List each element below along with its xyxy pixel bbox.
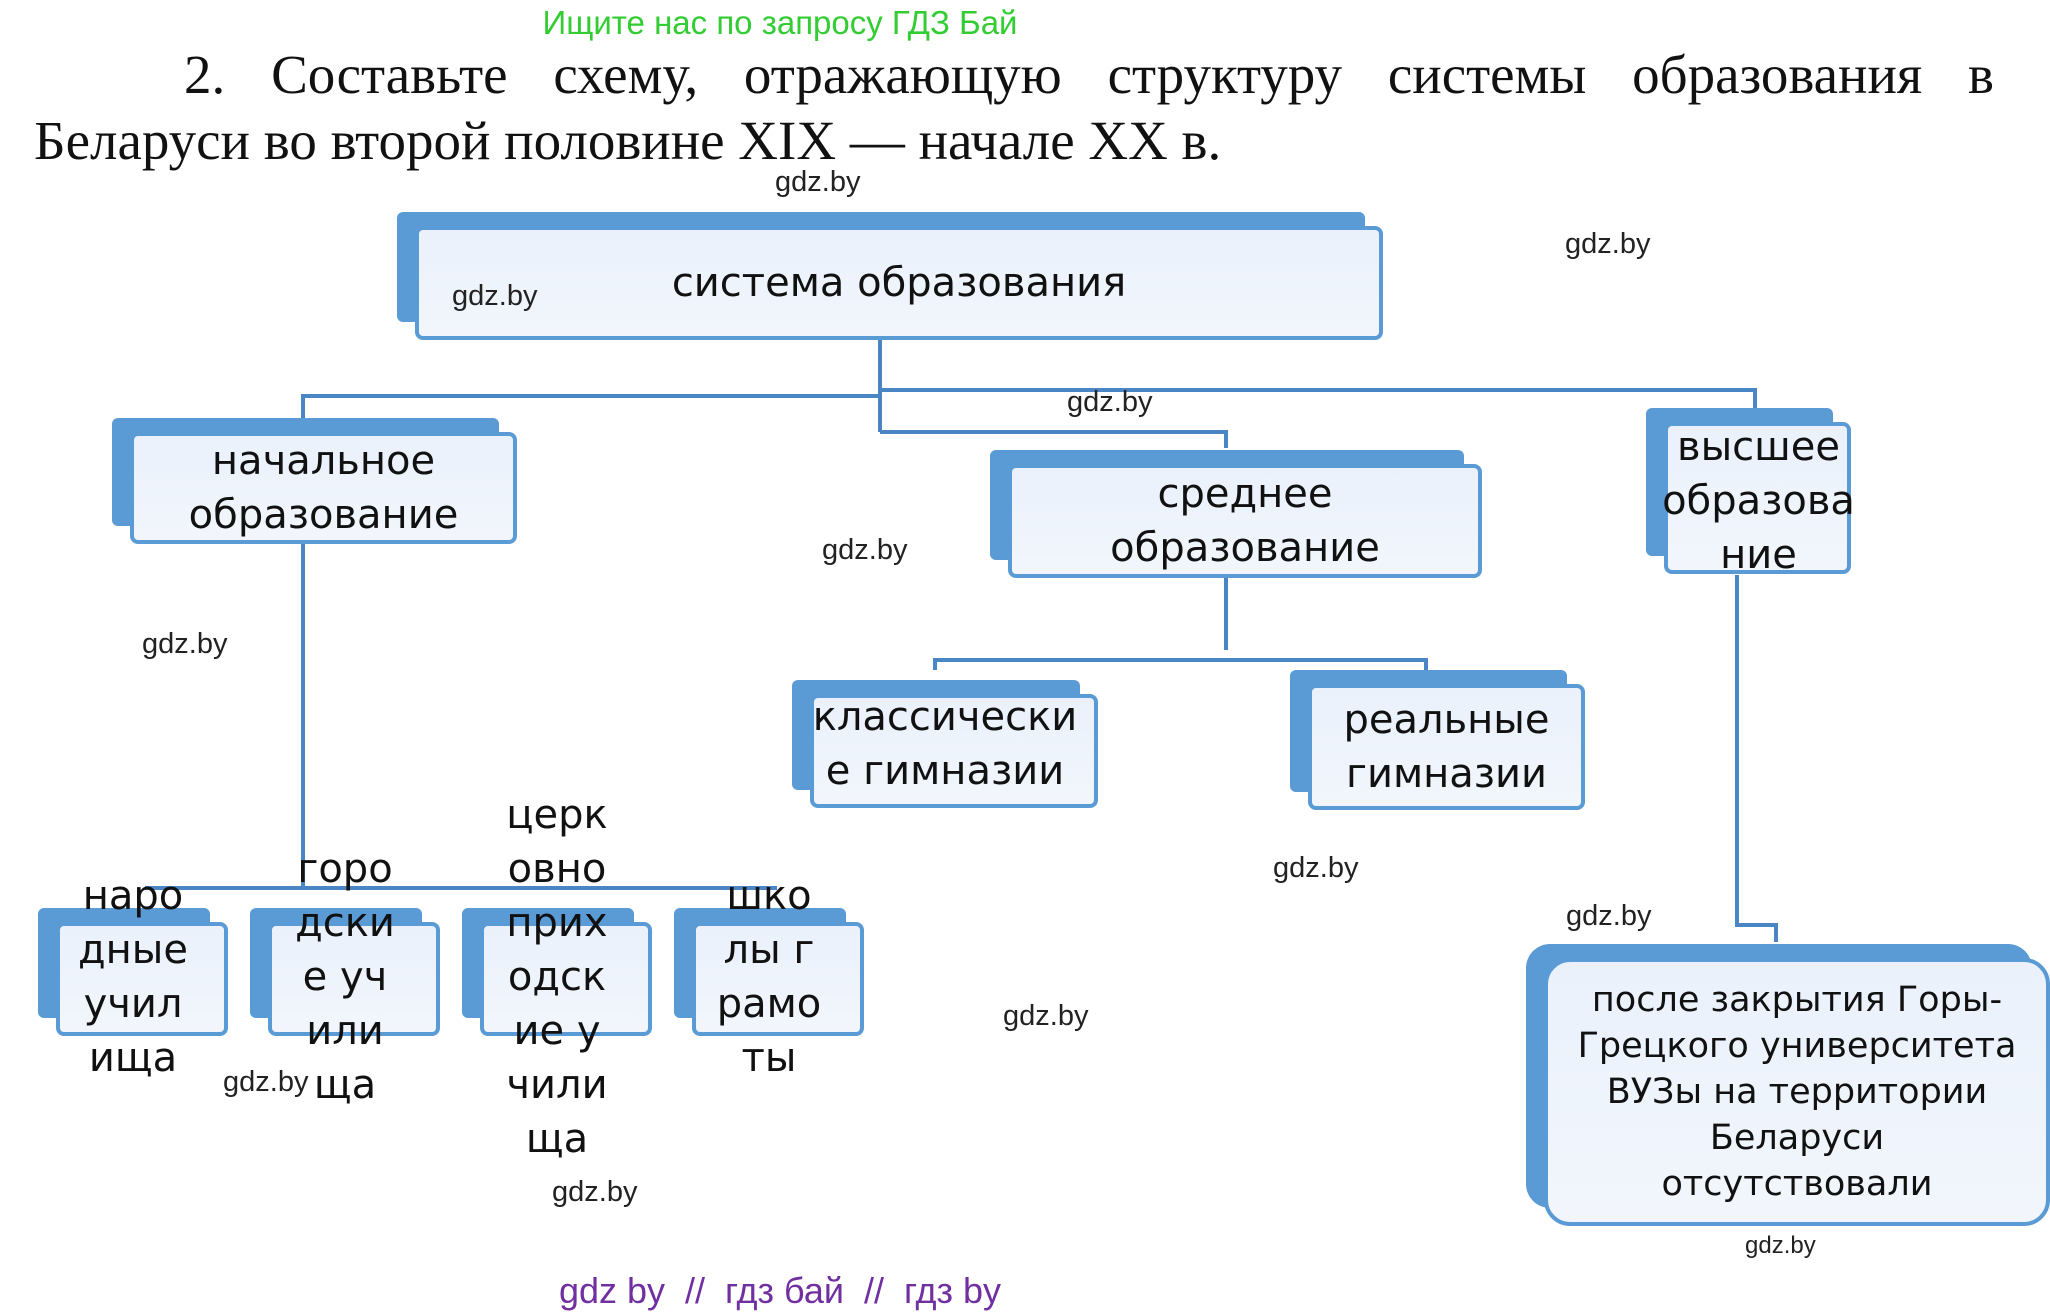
node-primary-education-label: начальное образование — [188, 438, 459, 538]
watermark: gdz.by — [223, 1066, 309, 1098]
node-secondary-education: среднее образование — [990, 450, 1482, 578]
connector-to-higher — [880, 388, 1757, 412]
connector-to-secondary — [880, 430, 1228, 448]
connector-higher-note — [1735, 575, 1778, 942]
search-banner: Ищите нас по запросу ГДЗ Бай — [542, 4, 1018, 41]
watermark: gdz.by — [142, 628, 228, 660]
watermark: gdz.by — [822, 534, 908, 566]
watermark: gdz.by — [1273, 852, 1359, 884]
node-literacy-schools: школы грамоты — [674, 873, 864, 1081]
node-classical-gymnasia: классические гимназии — [792, 680, 1098, 808]
node-higher-education-label: высшее образование — [1662, 424, 1855, 578]
node-education-system: система образования — [397, 212, 1383, 340]
node-higher-education: высшее образование — [1646, 408, 1855, 578]
node-folk-schools-label: народные училища — [78, 873, 188, 1081]
task-text: 2. Составьте схему, отражающую структуру… — [34, 42, 1994, 174]
watermark: gdz.by — [552, 1176, 638, 1208]
node-city-schools-label: городские училища — [295, 846, 395, 1108]
node-primary-education: начальное образование — [112, 418, 517, 544]
node-church-schools: церковноприходские училища — [462, 792, 652, 1162]
watermark: gdz.by — [1566, 900, 1652, 932]
watermark: gdz.by — [1003, 1000, 1089, 1032]
node-classical-gymnasia-label: классические гимназии — [812, 694, 1078, 794]
node-education-system-label: система образования — [671, 260, 1127, 306]
watermark: gdz.by — [1565, 228, 1651, 260]
watermark: gdz.by — [452, 280, 538, 312]
node-higher-note-label: после закрытия Горы-Грецкого университет… — [1577, 980, 2017, 1204]
node-higher-note: после закрытия Горы-Грецкого университет… — [1526, 944, 2050, 1226]
node-literacy-schools-label: школы грамоты — [716, 873, 822, 1081]
node-real-gymnasia-label: реальные гимназии — [1343, 697, 1550, 797]
connector-secondary-branches — [933, 658, 1428, 670]
footer-links: gdz by // гдз бай // гдз by — [558, 1270, 1002, 1311]
node-real-gymnasia: реальные гимназии — [1290, 670, 1585, 810]
node-city-schools: городские училища — [250, 846, 440, 1108]
node-folk-schools: народные училища — [38, 873, 228, 1081]
node-secondary-education-label: среднее образование — [1110, 471, 1380, 571]
task-number: 2. — [184, 44, 226, 105]
watermark: gdz.by — [1067, 386, 1153, 418]
watermark: gdz.by — [1745, 1232, 1816, 1259]
watermark: gdz.by — [775, 166, 861, 198]
connector-to-primary — [301, 394, 880, 420]
node-church-schools-label: церковноприходские училища — [506, 792, 608, 1162]
task-statement: Составьте схему, отражающую структуру си… — [34, 44, 1994, 171]
